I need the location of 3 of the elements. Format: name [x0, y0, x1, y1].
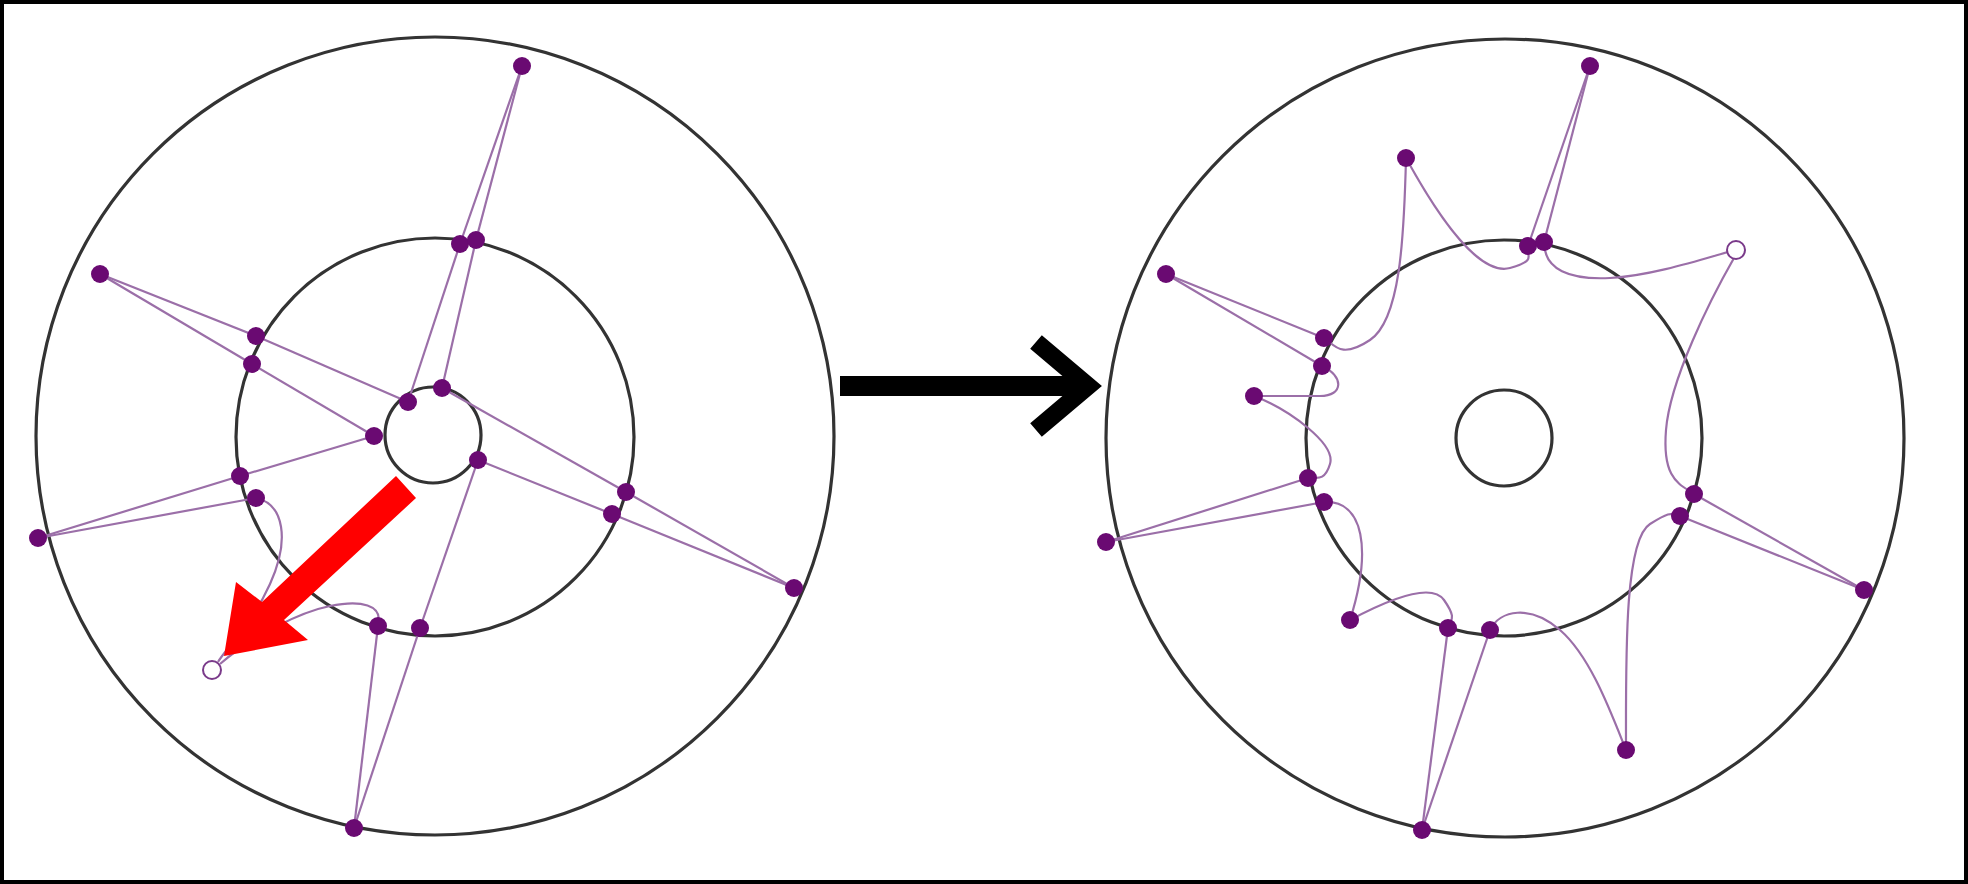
concentric-rings-drawing — [32, 34, 838, 840]
concentric-rings-drawing — [1102, 34, 1908, 840]
arrow — [840, 333, 1097, 439]
